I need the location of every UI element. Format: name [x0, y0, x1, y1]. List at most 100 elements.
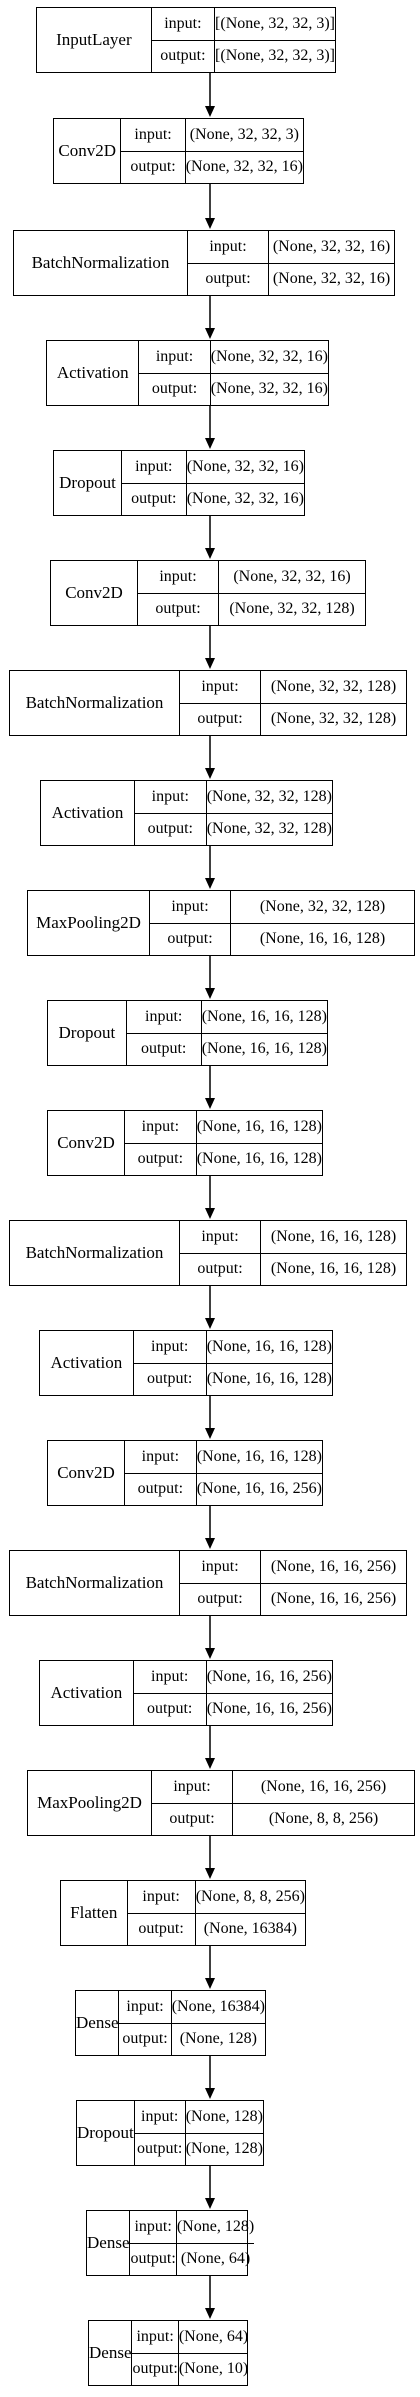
output-port-label: output: — [121, 150, 185, 184]
output-port-label: output: — [119, 2022, 171, 2056]
output-shape: (None, 32, 32, 16) — [210, 372, 328, 406]
arrowhead-icon — [205, 438, 215, 449]
arrowhead-icon — [205, 1758, 215, 1769]
input-port-label: input: — [173, 1777, 211, 1795]
input-shape: (None, 128) — [176, 2217, 255, 2235]
layer-type-label: Dense — [76, 1991, 120, 2055]
input-port-label: input: — [134, 2217, 172, 2235]
port-labels: input:output: — [121, 451, 187, 516]
port-shapes: (None, 128) (None, 64) — [176, 2211, 255, 2276]
port-labels: input:output: — [180, 1221, 261, 1285]
layer-type-label: Conv2D — [51, 561, 138, 625]
output-shape: (None, 16, 16, 128) — [261, 1252, 406, 1286]
output-port-label: output: — [127, 1912, 195, 1946]
arrowhead-icon — [205, 2198, 215, 2209]
input-shape: (None, 8, 8, 256) — [195, 1887, 305, 1905]
port-shapes: (None, 32, 32, 128)(None, 32, 32, 128) — [261, 671, 406, 735]
layer-type-label: Activation — [40, 1331, 134, 1395]
input-port-label: input: — [126, 1997, 164, 2015]
output-port-label: output: — [150, 922, 230, 956]
input-port-label: input: — [145, 1007, 183, 1025]
arrowhead-icon — [205, 106, 215, 117]
output-shape: (None, 16, 16, 256) — [206, 1692, 332, 1726]
layer-type-label: Dense — [87, 2211, 131, 2275]
port-shapes: (None, 32, 32, 16)(None, 32, 32, 128) — [219, 561, 365, 625]
layer-type-label: Conv2D — [48, 1441, 125, 1505]
output-shape: (None, 32, 32, 128) — [219, 592, 365, 626]
arrowhead-icon — [205, 1318, 215, 1329]
output-port-label: output: — [138, 592, 218, 626]
input-port-label: input: — [171, 897, 209, 915]
arrowhead-icon — [205, 768, 215, 779]
port-shapes: (None, 16384)(None, 128) — [171, 1991, 265, 2055]
port-labels: input:output: — [126, 1001, 202, 1065]
arrowhead-icon — [205, 2088, 215, 2099]
output-port-label: output: — [121, 482, 186, 516]
port-labels: input:output: — [133, 1331, 207, 1395]
input-port-label: input: — [141, 1447, 180, 1465]
port-labels: input:output: — [188, 231, 269, 295]
input-port-label: input: — [134, 125, 172, 143]
port-shapes: (None, 32, 32, 16)(None, 32, 32, 16) — [269, 231, 394, 295]
input-shape: (None, 32, 32, 3) — [189, 125, 299, 143]
port-labels: input: output: — [119, 1991, 172, 2056]
port-shapes: (None, 16, 16, 256)(None, 16, 16, 256) — [206, 1661, 332, 1726]
output-shape: (None, 128) — [185, 2132, 263, 2166]
arrowhead-icon — [205, 1428, 215, 1439]
output-shape: (None, 16, 16, 128) — [231, 922, 414, 956]
input-port-label: input: — [201, 1557, 239, 1575]
arrowhead-icon — [205, 1538, 215, 1549]
layer-type-label: Dropout — [48, 1001, 127, 1065]
output-port-label: output: — [130, 2242, 176, 2276]
port-shapes: [(None, 32, 32, 3)][(None, 32, 32, 3)] — [215, 8, 335, 72]
output-port-label: output: — [188, 262, 268, 296]
output-port-label: output: — [134, 2132, 185, 2166]
output-port-label: output: — [152, 1802, 232, 1836]
layer-type-label: Flatten — [61, 1881, 128, 1945]
output-shape: (None, 16, 16, 256) — [261, 1582, 406, 1616]
input-shape: (None, 16, 16, 128) — [206, 1337, 332, 1355]
port-labels: input: output: — [130, 2211, 177, 2276]
port-shapes: (None, 32, 32, 128)(None, 32, 32, 128) — [206, 781, 332, 845]
input-shape: (None, 32, 32, 16) — [210, 347, 328, 365]
output-shape: (None, 16, 16, 256) — [196, 1472, 322, 1506]
output-shape: (None, 16, 16, 128) — [196, 1142, 322, 1176]
input-port-label: input: — [164, 14, 202, 32]
input-port-label: input: — [141, 1117, 180, 1135]
port-shapes: (None, 32, 32, 16)(None, 32, 32, 16) — [186, 451, 304, 515]
layer-type-label: Dropout — [77, 2101, 135, 2165]
output-port-label: output: — [125, 1142, 196, 1176]
arrowhead-icon — [205, 658, 215, 669]
arrowhead-icon — [205, 2308, 215, 2319]
input-shape: (None, 32, 32, 16) — [186, 457, 304, 475]
input-shape: (None, 32, 32, 16) — [272, 237, 391, 255]
port-labels: input:output: — [132, 2321, 179, 2385]
input-shape: (None, 16384) — [171, 1997, 265, 2015]
output-shape: (None, 16384) — [195, 1912, 305, 1946]
arrowhead-icon — [205, 1868, 215, 1879]
arrowhead-icon — [205, 1648, 215, 1659]
arrowhead-icon — [205, 548, 215, 559]
layer-type-label: BatchNormalization — [14, 231, 188, 295]
output-shape: (None, 64) — [176, 2242, 255, 2276]
layer-type-label: Activation — [41, 781, 135, 845]
port-shapes: (None, 32, 32, 128)(None, 16, 16, 128) — [231, 891, 414, 955]
port-labels: input:output: — [134, 2101, 186, 2166]
output-port-label: output: — [139, 372, 210, 406]
